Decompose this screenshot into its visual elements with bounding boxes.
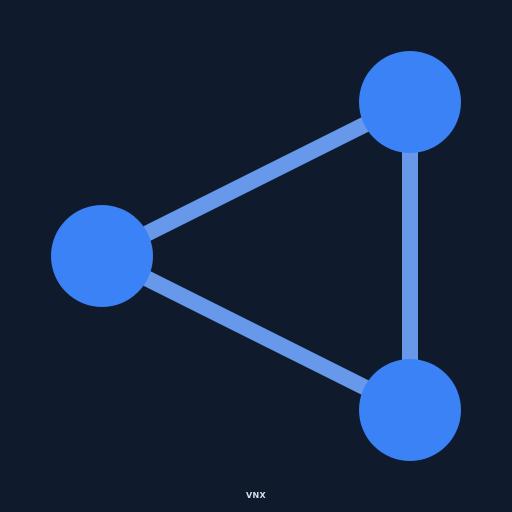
edge-left-to-top-right [98,94,414,264]
node-bottom-right [359,359,461,461]
node-top-right [359,51,461,153]
caption-label: VNX [246,491,266,500]
edge-left-to-bottom-right [98,248,414,418]
node-left [51,205,153,307]
